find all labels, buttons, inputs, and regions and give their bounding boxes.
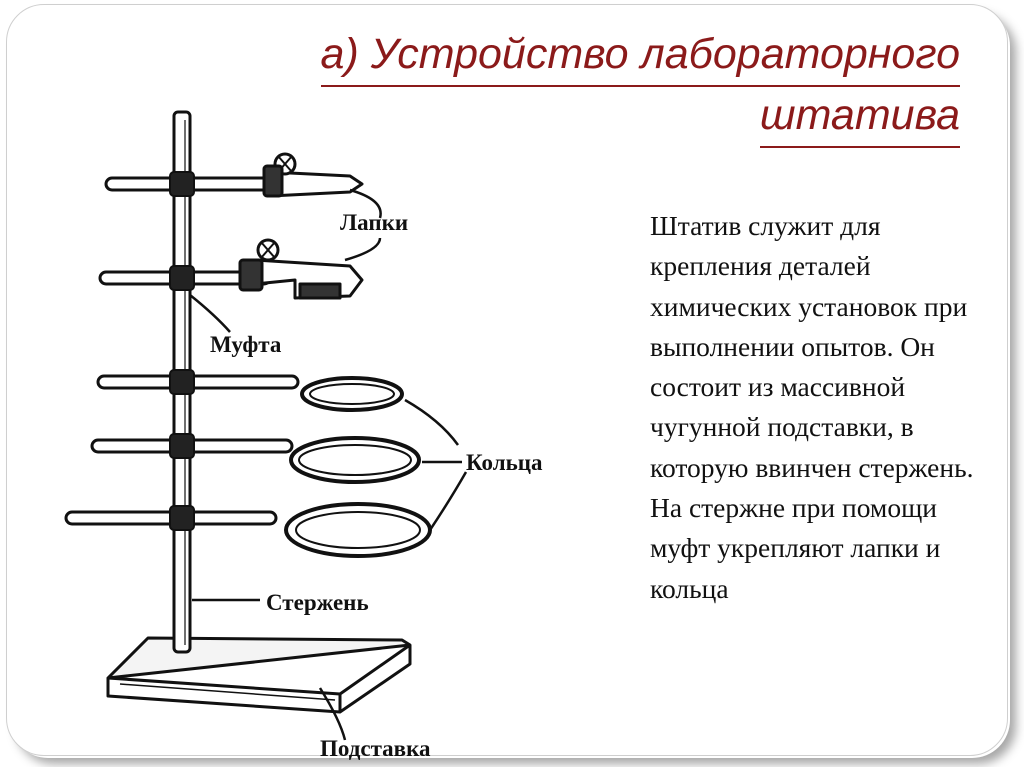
title-line-2: штатива — [759, 87, 960, 148]
slide-title: а) Устройство лабораторного штатива — [150, 26, 960, 148]
lab-stand-illustration: Лапки Муфта Кольца Стержень Подставка — [64, 110, 543, 760]
label-coupling: Муфта — [210, 332, 282, 357]
label-base: Подставка — [320, 736, 431, 760]
stand-base — [106, 636, 412, 714]
label-rod: Стержень — [266, 590, 369, 615]
label-clamps: Лапки — [340, 210, 408, 235]
leader-lines — [189, 188, 468, 741]
stand-couplings — [169, 171, 195, 531]
stand-rings — [284, 376, 432, 558]
title-line-1: а) Устройство лабораторного — [320, 26, 960, 87]
description-text: Штатив служит для крепления деталей хими… — [650, 210, 974, 604]
stand-clamps — [238, 152, 364, 300]
label-rings: Кольца — [466, 450, 543, 475]
